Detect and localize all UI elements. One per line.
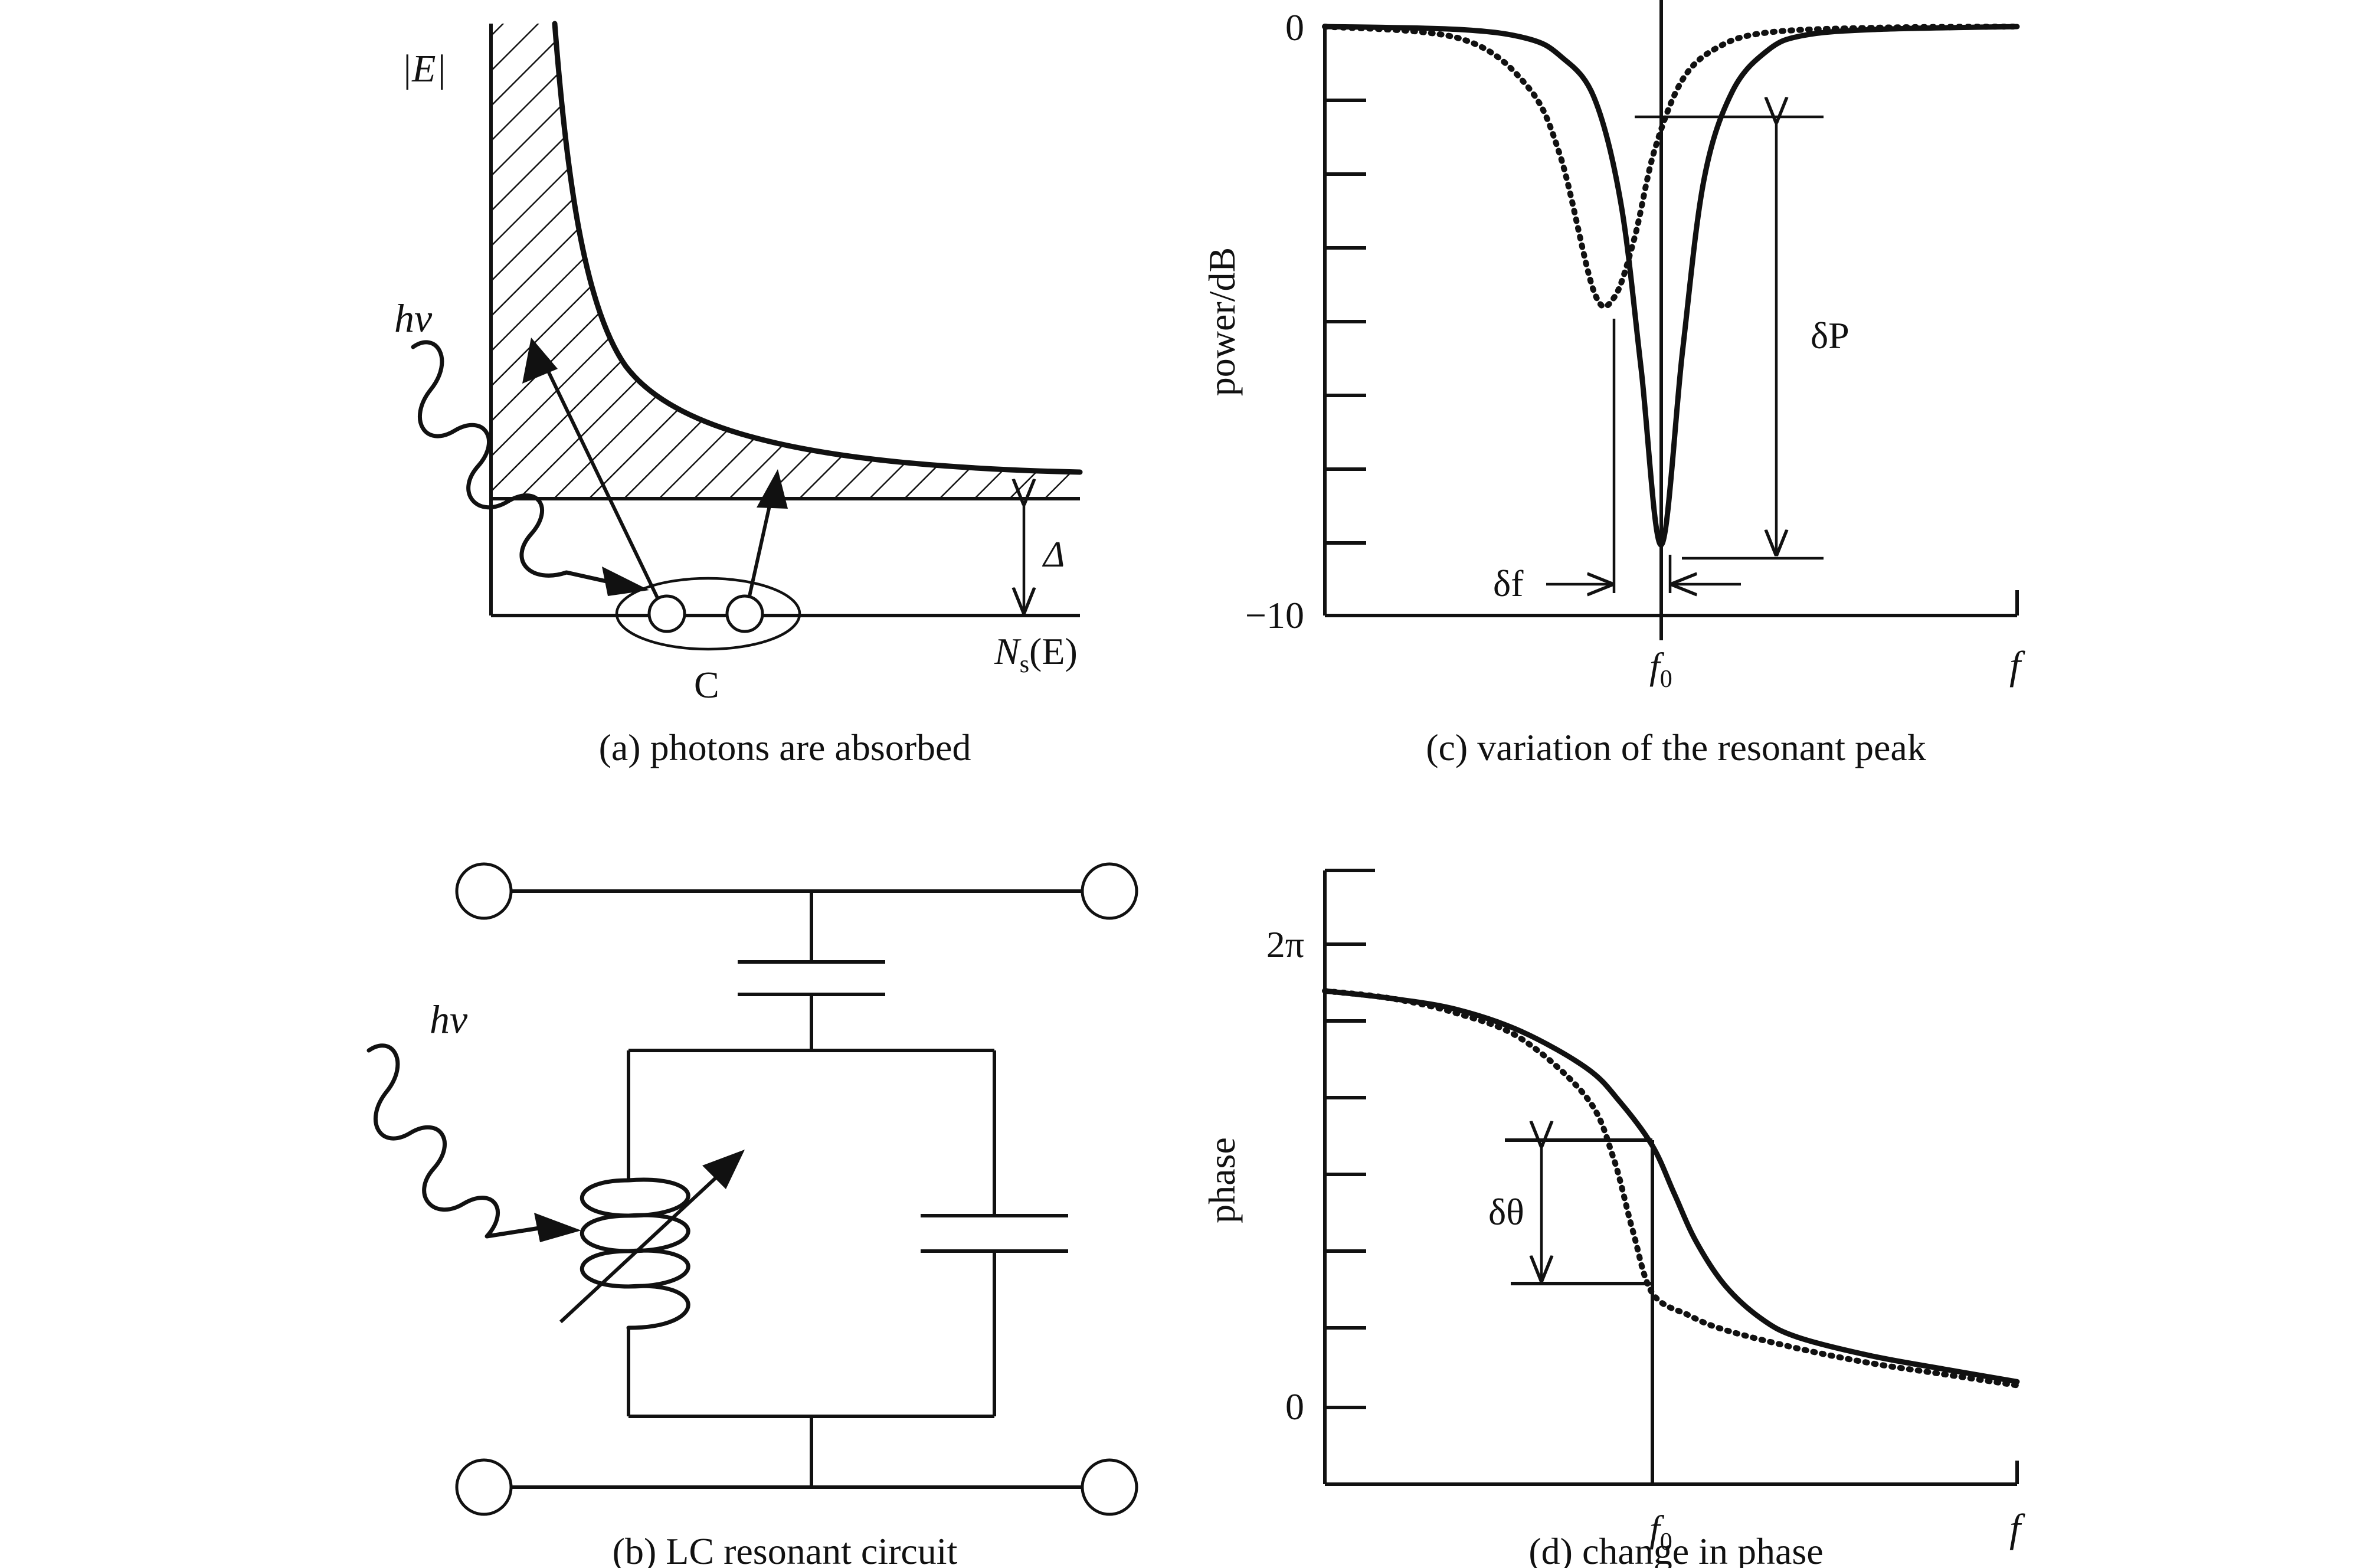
terminal-bottom-right[interactable] (1081, 1458, 1138, 1516)
terminal-bottom-left[interactable] (455, 1458, 513, 1516)
electron-right (725, 594, 764, 633)
density-axis-label: Ns(E) (994, 630, 1078, 678)
terminal-top-left[interactable] (455, 862, 513, 920)
cooper-pair-label: C (694, 664, 719, 706)
delta-p-label: δP (1811, 315, 1849, 356)
d-solid-series-line (1322, 988, 2020, 1384)
photon-arrowhead-a (602, 567, 649, 596)
panel-a: |E| Ns(E) hv C Δ (a) photons are absorbe… (394, 21, 1083, 768)
photon-wave-a (411, 340, 622, 587)
terminal-top-right[interactable] (1081, 862, 1138, 920)
excitation-arrow-left (538, 353, 660, 600)
delta-theta-label: δθ (1488, 1191, 1524, 1233)
gap-label: Δ (1042, 535, 1065, 575)
inductor-coil (580, 1177, 690, 1330)
c-x-axis-label: f (2009, 643, 2025, 688)
excitation-arrowhead-right (757, 469, 788, 509)
caption-c: (c) variation of the resonant peak (1426, 726, 1926, 768)
quasiparticle-states-hatched-area (491, 24, 1080, 499)
photon-arrowhead-b (534, 1213, 581, 1242)
caption-b: (b) LC resonant circuit (613, 1530, 958, 1568)
photon-label-a: hv (394, 296, 433, 341)
panel-b: hv (b) LC resonant circuit (366, 862, 1138, 1568)
caption-a: (a) photons are absorbed (599, 726, 971, 768)
photon-wave-b (366, 1043, 545, 1239)
energy-axis-label: |E| (401, 47, 447, 90)
d-y-tick-top: 2π (1266, 924, 1304, 965)
c-y-tick-bottom: −10 (1245, 594, 1304, 636)
c-y-ticks (1325, 99, 1366, 545)
d-x-tick-f0: f0 (1649, 1508, 1672, 1556)
panel-d: 2π 0 phase f0 f δθ (d) change in phase (1201, 869, 2025, 1568)
delta-f-label: δf (1493, 562, 1524, 604)
cooper-pair-outline (615, 577, 801, 651)
variable-inductance-arrow (559, 1167, 728, 1324)
c-x-tick-f0: f0 (1649, 645, 1672, 693)
d-y-ticks (1325, 942, 1366, 1409)
electron-left (647, 594, 686, 633)
photon-label-b: hv (430, 997, 468, 1042)
excitation-arrowhead-left (522, 338, 558, 384)
d-y-tick-bottom: 0 (1285, 1386, 1304, 1428)
c-y-tick-top: 0 (1285, 6, 1304, 48)
c-y-axis-label: power/dB (1201, 247, 1243, 396)
d-x-axis-label: f (2009, 1505, 2025, 1550)
variable-inductance-arrowhead (702, 1150, 745, 1189)
density-of-states-curve (552, 21, 1083, 475)
c-dotted-series-line (1322, 24, 2020, 310)
caption-d: (d) change in phase (1528, 1530, 1823, 1568)
c-solid-series-line (1322, 24, 2020, 548)
d-y-axis-label: phase (1201, 1137, 1243, 1223)
panel-c: 0 −10 power/dB f0 f δP δf (c) variation … (1201, 0, 2025, 768)
d-dotted-series-line (1322, 988, 2020, 1389)
